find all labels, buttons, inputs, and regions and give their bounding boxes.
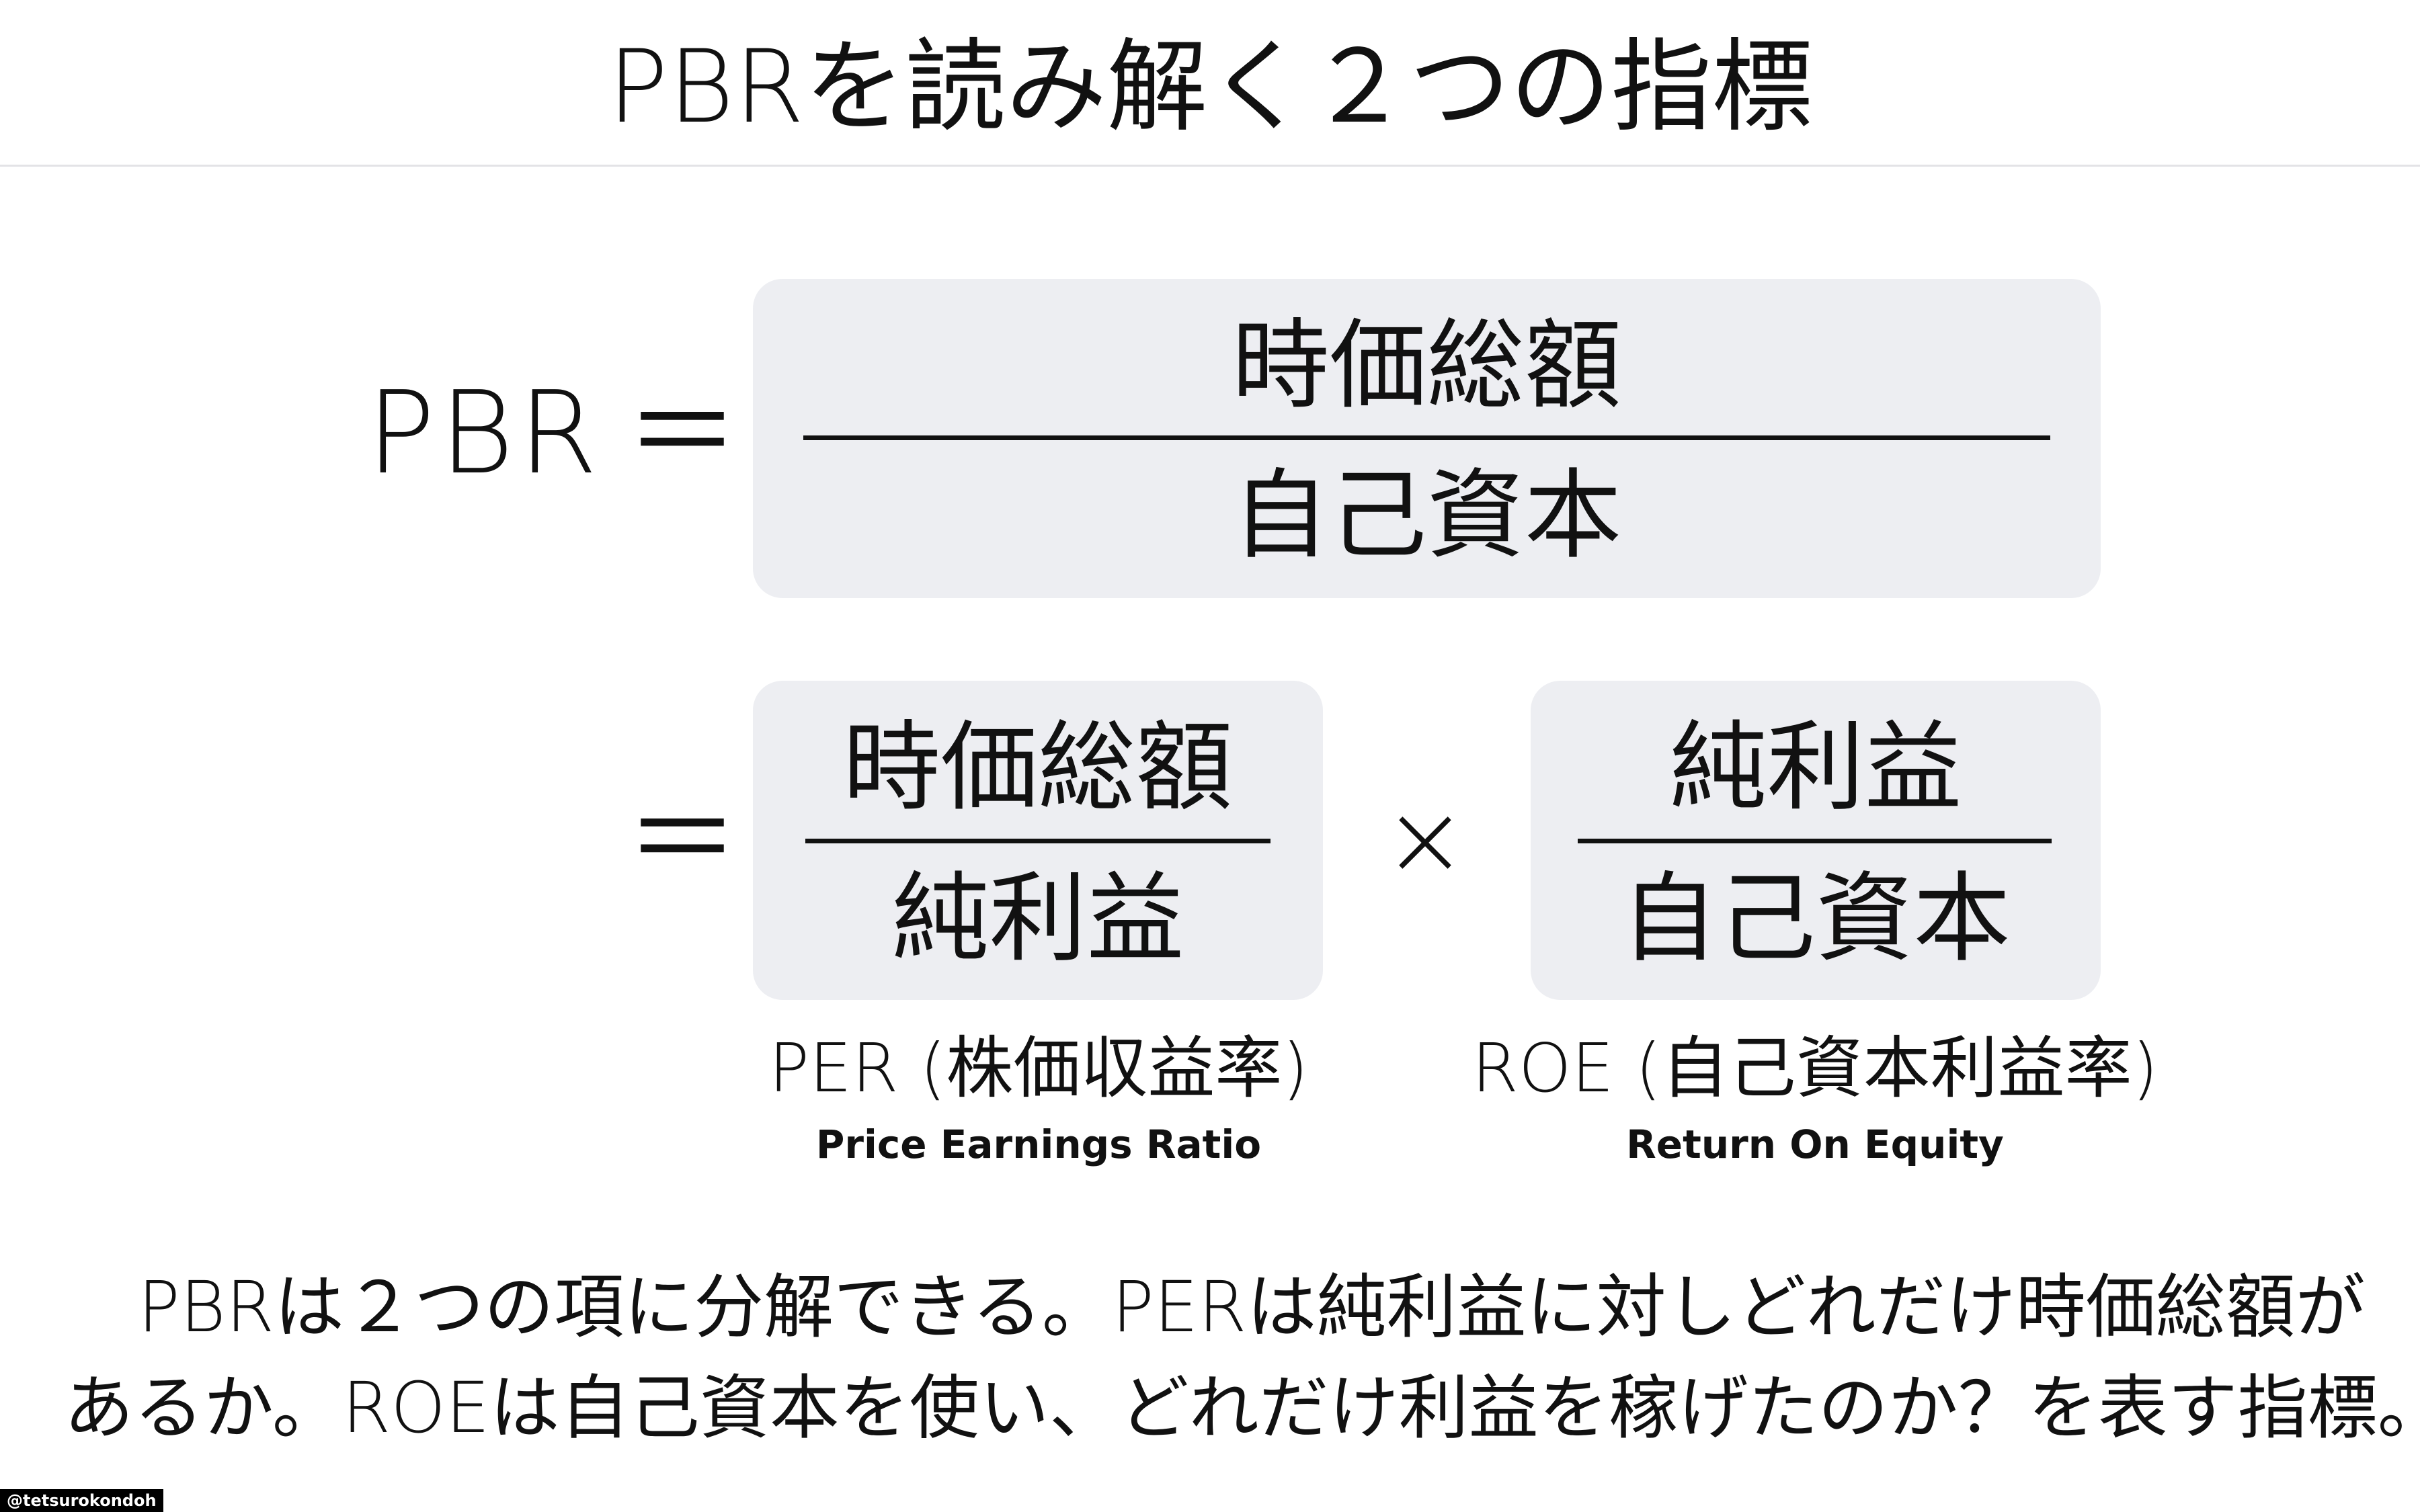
equals-sign-2: ＝ xyxy=(625,773,740,907)
page-title: PBRを読み解く２つの指標 xyxy=(607,29,1813,146)
roe-label: ROE (自己資本利益率) xyxy=(1471,1029,2159,1107)
multiply-sign: × xyxy=(1383,782,1467,898)
per-english-label: Price Earnings Ratio xyxy=(815,1122,1262,1167)
per-label: PER (株価収益率) xyxy=(768,1029,1309,1107)
author-credit: @tetsurokondoh xyxy=(0,1489,163,1512)
pbr-fraction-box: 時価総額 自己資本 xyxy=(753,279,2101,598)
title-divider xyxy=(0,165,2420,167)
roe-denominator: 自己資本 xyxy=(1621,862,2011,976)
roe-fraction-bar xyxy=(1578,839,2052,843)
roe-english-label: Return On Equity xyxy=(1626,1122,2004,1167)
numerator-market-cap: 時価総額 xyxy=(1232,309,1622,423)
roe-numerator: 純利益 xyxy=(1669,711,1962,825)
explanation-line-2: あるか。ROEは自己資本を使い、どれだけ利益を稼げたのか？を表す指標。 xyxy=(64,1367,2420,1449)
pbr-label: PBR xyxy=(366,367,602,500)
denominator-equity: 自己資本 xyxy=(1232,459,1622,573)
explanation-line-1: PBRは２つの項に分解できる。PERは純利益に対しどれだけ時価総額が xyxy=(138,1266,2366,1348)
per-denominator: 純利益 xyxy=(891,862,1184,976)
roe-fraction-box: 純利益 自己資本 xyxy=(1531,681,2101,1000)
per-numerator: 時価総額 xyxy=(843,711,1233,825)
equals-sign-1: ＝ xyxy=(625,367,740,500)
per-fraction-box: 時価総額 純利益 xyxy=(753,681,1323,1000)
per-fraction-bar xyxy=(805,839,1270,843)
fraction-bar xyxy=(803,435,2050,440)
